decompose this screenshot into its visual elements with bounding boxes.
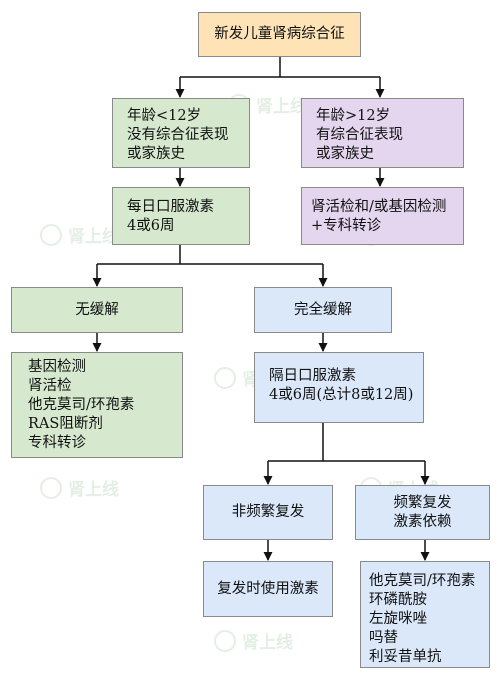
kidney-logo-icon — [214, 629, 236, 652]
kidney-logo-icon — [40, 476, 62, 499]
no-remission-actions-box: 基因检测 肾活检 他克莫司/环孢素 RAS阻断剂 专科转诊 — [11, 352, 183, 458]
complete-remission-box: 完全缓解 — [254, 287, 392, 333]
title-box: 新发儿童肾病综合征 — [198, 12, 361, 57]
daily-steroid-box: 每日口服激素 4或6周 — [112, 187, 250, 245]
watermark: 肾上线 — [214, 628, 293, 653]
infrequent-relapse-box: 非频繁复发 — [203, 485, 333, 540]
kidney-logo-icon — [214, 366, 236, 389]
biopsy-box: 肾活检和/或基因检测 +专科转诊 — [301, 187, 464, 245]
frequent-relapse-box: 频繁复发 激素依赖 — [355, 485, 490, 540]
relapse-steroid-box: 复发时使用激素 — [203, 561, 333, 617]
kidney-logo-icon — [40, 223, 62, 246]
alternate-day-steroid-box: 隔日口服激素 4或6周(总计8或12周) — [254, 352, 424, 423]
watermark: 肾上线 — [40, 475, 119, 500]
no-remission-box: 无缓解 — [11, 287, 183, 333]
branch-left-box: 年龄<12岁 没有综合征表现 或家族史 — [112, 98, 250, 168]
watermark: 肾上线 — [40, 222, 119, 247]
branch-right-box: 年龄>12岁 有综合征表现 或家族史 — [301, 98, 464, 168]
frequent-actions-box: 他克莫司/环孢素 环磷酰胺 左旋咪唑 吗替 利妥昔单抗 — [360, 561, 490, 668]
